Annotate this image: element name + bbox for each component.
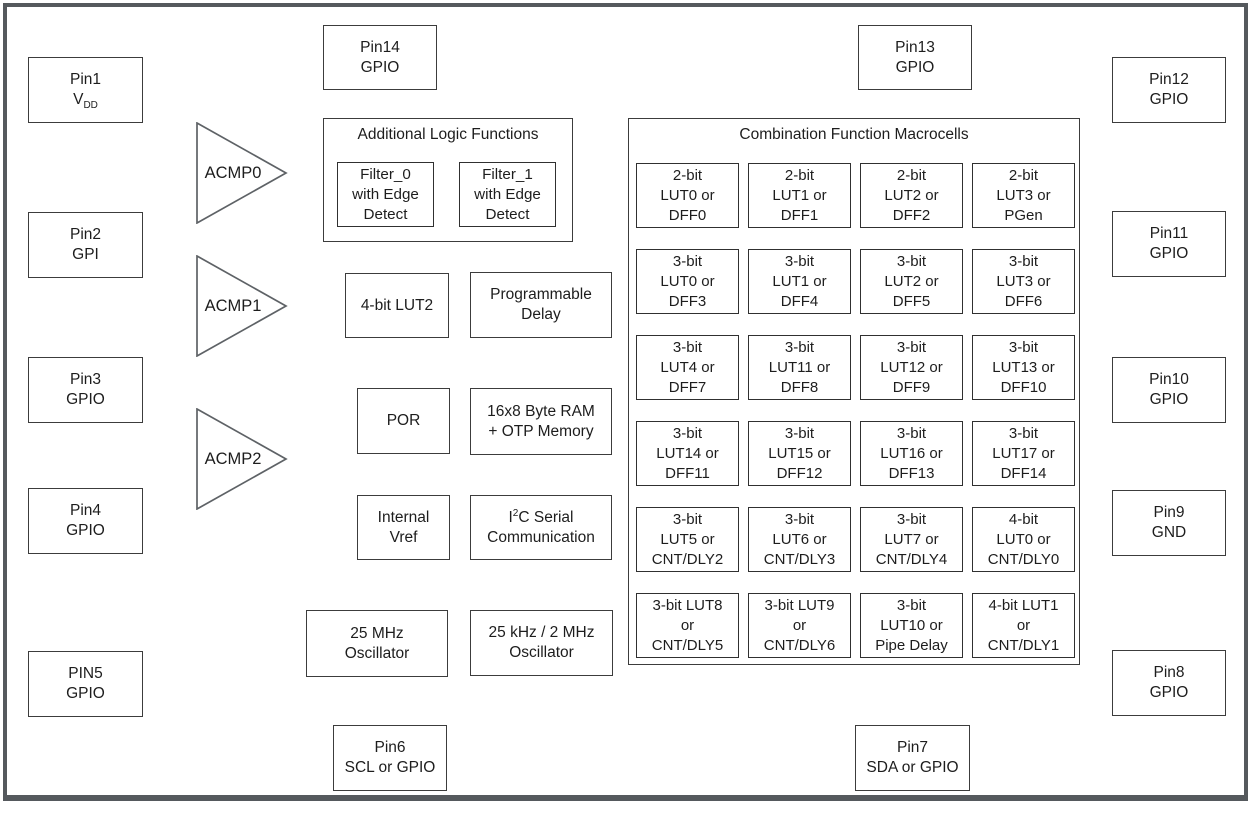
- i2c-line2: Communication: [487, 528, 595, 546]
- macrocell: 3-bit LUT10 or Pipe Delay: [860, 593, 963, 658]
- pin9-name: Pin9: [1153, 504, 1185, 521]
- osc-25khz-2mhz-box: 25 kHz / 2 MHz Oscillator: [470, 610, 613, 676]
- pin2-name: Pin2: [69, 226, 102, 243]
- filter1-box: Filter_1 with Edge Detect: [459, 162, 556, 227]
- pin1-name: Pin1: [69, 71, 102, 88]
- macrocell: 3-bit LUT8 or CNT/DLY5: [636, 593, 739, 658]
- internal-vref-box: Internal Vref: [357, 495, 450, 560]
- combination-function-macrocells-title: Combination Function Macrocells: [739, 126, 969, 143]
- macrocell: 3-bit LUT0 or DFF3: [636, 249, 739, 314]
- macrocell: 3-bit LUT9 or CNT/DLY6: [748, 593, 851, 658]
- pin5-name: PIN5: [68, 665, 103, 682]
- pin6-function: SCL or GPIO: [344, 759, 436, 776]
- macrocell: 3-bit LUT12 or DFF9: [860, 335, 963, 400]
- pin12-name: Pin12: [1149, 71, 1189, 88]
- pin10-box: Pin10 GPIO: [1112, 357, 1226, 423]
- macrocell-grid: 2-bit LUT0 or DFF0 2-bit LUT1 or DFF1 2-…: [636, 163, 1075, 658]
- pin7-name: Pin7: [896, 739, 929, 756]
- pin2-box: Pin2 GPI: [28, 212, 143, 278]
- pin14-function: GPIO: [360, 58, 400, 76]
- pin8-box: Pin8 GPIO: [1112, 650, 1226, 716]
- pin14-name: Pin14: [360, 38, 400, 56]
- acmp2-comparator: ACMP2: [196, 408, 288, 510]
- pin7-function: SDA or GPIO: [866, 759, 959, 776]
- macrocell: 3-bit LUT3 or DFF6: [972, 249, 1075, 314]
- pin4-function: GPIO: [66, 522, 105, 539]
- pin3-name: Pin3: [69, 371, 102, 388]
- pin7-box: Pin7 SDA or GPIO: [855, 725, 970, 791]
- macrocell: 2-bit LUT0 or DFF0: [636, 163, 739, 228]
- acmp2-label: ACMP2: [204, 449, 262, 468]
- combination-function-macrocells-group: Combination Function Macrocells 2-bit LU…: [628, 118, 1080, 665]
- pin9-box: Pin9 GND: [1112, 490, 1226, 556]
- acmp0-label: ACMP0: [204, 163, 262, 182]
- comparator-triangle-icon: [196, 408, 288, 510]
- pin11-box: Pin11 GPIO: [1112, 211, 1226, 277]
- pin4-name: Pin4: [69, 502, 102, 519]
- pin11-name: Pin11: [1149, 225, 1189, 242]
- macrocell: 3-bit LUT16 or DFF13: [860, 421, 963, 486]
- macrocell: 4-bit LUT1 or CNT/DLY1: [972, 593, 1075, 658]
- pin3-function: GPIO: [66, 391, 105, 408]
- macrocell: 3-bit LUT17 or DFF14: [972, 421, 1075, 486]
- macrocell: 3-bit LUT13 or DFF10: [972, 335, 1075, 400]
- pin13-function: GPIO: [895, 58, 935, 76]
- pin11-function: GPIO: [1149, 245, 1189, 262]
- macrocell: 2-bit LUT1 or DFF1: [748, 163, 851, 228]
- macrocell: 2-bit LUT2 or DFF2: [860, 163, 963, 228]
- pin5-box: PIN5 GPIO: [28, 651, 143, 717]
- macrocell: 3-bit LUT2 or DFF5: [860, 249, 963, 314]
- por-box: POR: [357, 388, 450, 454]
- pin3-box: Pin3 GPIO: [28, 357, 143, 423]
- pin13-name: Pin13: [895, 38, 935, 56]
- macrocell: 3-bit LUT4 or DFF7: [636, 335, 739, 400]
- macrocell: 2-bit LUT3 or PGen: [972, 163, 1075, 228]
- macrocell: 4-bit LUT0 or CNT/DLY0: [972, 507, 1075, 572]
- pin8-name: Pin8: [1153, 664, 1185, 681]
- pin1-function: VDD: [73, 91, 98, 112]
- pin12-function: GPIO: [1149, 91, 1189, 108]
- pin4-box: Pin4 GPIO: [28, 488, 143, 554]
- macrocell: 3-bit LUT15 or DFF12: [748, 421, 851, 486]
- macrocell: 3-bit LUT1 or DFF4: [748, 249, 851, 314]
- pin13-box: Pin13 GPIO: [858, 25, 972, 90]
- comparator-triangle-icon: [196, 122, 288, 224]
- pin9-function: GND: [1151, 524, 1187, 541]
- pin10-function: GPIO: [1149, 391, 1189, 408]
- macrocell: 3-bit LUT7 or CNT/DLY4: [860, 507, 963, 572]
- macrocell: 3-bit LUT6 or CNT/DLY3: [748, 507, 851, 572]
- macrocell: 3-bit LUT14 or DFF11: [636, 421, 739, 486]
- pin6-box: Pin6 SCL or GPIO: [333, 725, 447, 791]
- ram-otp-memory-box: 16x8 Byte RAM + OTP Memory: [470, 388, 612, 455]
- filter0-box: Filter_0 with Edge Detect: [337, 162, 434, 227]
- macrocell: 3-bit LUT5 or CNT/DLY2: [636, 507, 739, 572]
- acmp0-comparator: ACMP0: [196, 122, 288, 224]
- comparator-triangle-icon: [196, 255, 288, 357]
- i2c-serial-communication-box: I2C Serial Communication: [470, 495, 612, 560]
- acmp1-comparator: ACMP1: [196, 255, 288, 357]
- pin10-name: Pin10: [1149, 371, 1189, 388]
- osc-25mhz-box: 25 MHz Oscillator: [306, 610, 448, 677]
- i2c-line1: I2C Serial: [508, 507, 574, 526]
- 4bit-lut2-box: 4-bit LUT2: [345, 273, 449, 338]
- pin6-name: Pin6: [374, 739, 406, 756]
- pin5-function: GPIO: [66, 685, 105, 702]
- acmp1-label: ACMP1: [204, 296, 262, 315]
- pin1-box: Pin1 VDD: [28, 57, 143, 123]
- pin14-box: Pin14 GPIO: [323, 25, 437, 90]
- additional-logic-functions-title: Additional Logic Functions: [357, 126, 539, 143]
- macrocell: 3-bit LUT11 or DFF8: [748, 335, 851, 400]
- pin8-function: GPIO: [1149, 684, 1189, 701]
- programmable-delay-box: Programmable Delay: [470, 272, 612, 338]
- pin12-box: Pin12 GPIO: [1112, 57, 1226, 123]
- additional-logic-functions-group: Additional Logic Functions Filter_0 with…: [323, 118, 573, 242]
- pin2-function: GPI: [72, 246, 99, 263]
